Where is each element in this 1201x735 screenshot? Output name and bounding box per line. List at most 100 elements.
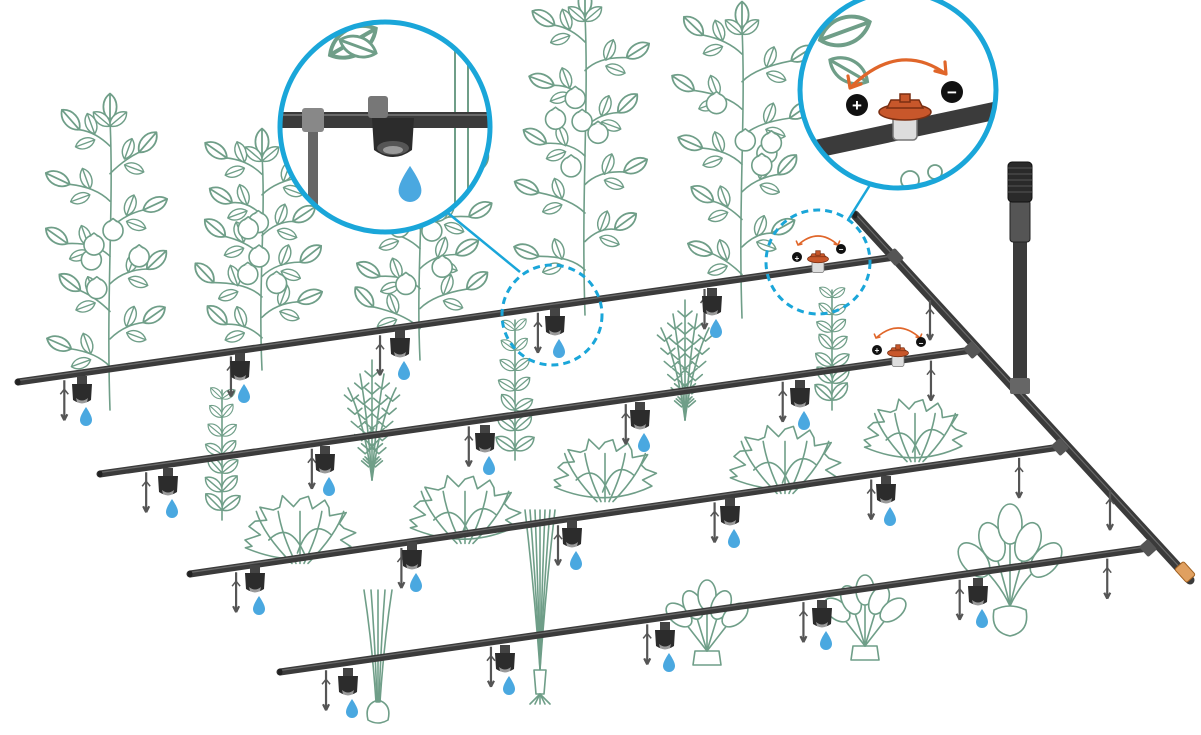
plus-icon (872, 345, 882, 355)
tomato-plant-5 (667, 0, 818, 319)
dripper-r2-3 (475, 425, 495, 475)
dripper-r4-3 (655, 622, 675, 672)
callout-marker-dripper (500, 263, 604, 367)
stake-r3-5 (1014, 457, 1024, 499)
stake-r2-2 (464, 426, 474, 467)
dripper-r1-4 (545, 308, 565, 358)
stake-r4-1 (486, 646, 496, 688)
basil-plant-2 (810, 283, 854, 411)
adjust-arrow-large (846, 58, 948, 90)
dripper-r4-5 (968, 578, 988, 628)
stake-r2-4 (778, 381, 788, 423)
beet-plant (957, 503, 1063, 637)
water-drop-icon (728, 529, 740, 548)
water-drop-icon (884, 507, 896, 526)
sage-plant (492, 315, 538, 461)
callout-leader-valve (846, 184, 872, 221)
plus-symbol-small-2: + (875, 346, 880, 355)
water-drop-icon (166, 499, 178, 518)
tee-fitting-2 (963, 341, 981, 359)
dripper-r3-4 (720, 498, 740, 548)
main-feeder-line (850, 210, 1195, 585)
spinach-plant (823, 574, 907, 661)
dripper-r3-2 (402, 542, 422, 592)
water-drop-icon (710, 319, 722, 338)
plants-layer (41, 0, 1063, 724)
callout-marker-valve (764, 208, 872, 316)
magnifier-valve-detail (797, 0, 999, 191)
water-drop-icon (976, 609, 988, 628)
stake-r3-3 (710, 502, 720, 543)
minus-symbol-small-2: − (919, 339, 924, 348)
tomato-plant-2 (189, 127, 329, 371)
dripper-r3-5 (876, 476, 896, 526)
stake-r1-0 (59, 380, 69, 421)
stake-r2-3 (621, 404, 631, 445)
drip-line-3 (186, 443, 1064, 578)
stake-feeder-1 (1105, 490, 1115, 531)
dripper-r1-1 (72, 376, 92, 426)
dripper-r2-5 (790, 380, 810, 430)
water-drop-icon (410, 573, 422, 592)
flow-valve-small-2 (887, 344, 909, 367)
plus-icon (846, 94, 868, 116)
stake-r4-5 (1102, 558, 1112, 600)
magnifier-ring-dripper (277, 19, 493, 235)
dripper-r4-4 (812, 600, 832, 650)
dripper-r4-2 (495, 645, 515, 695)
water-drop-icon (346, 699, 358, 718)
dripper-r2-1 (158, 468, 178, 518)
water-drop-icon (663, 653, 675, 672)
symbol-texts: + − + − + − (795, 83, 957, 355)
stake-r3-2 (553, 525, 563, 566)
water-drop-icon (398, 361, 410, 380)
magnifier-dripper-detail (277, 19, 493, 235)
flow-valve-large (878, 93, 932, 141)
tee-fitting-1 (886, 248, 904, 266)
plus-symbol-large: + (852, 96, 862, 115)
magnifier-ring-valve (797, 0, 999, 191)
water-drop-icon (483, 456, 495, 475)
minus-symbol-large: − (947, 83, 957, 102)
stake-r4-0 (321, 670, 331, 711)
water-drop-icon (798, 411, 810, 430)
water-drop-icon (253, 596, 265, 615)
stake-r1-3 (533, 312, 543, 354)
thyme-plant (656, 299, 714, 421)
stake-r2-5 (926, 360, 936, 402)
dripper-r1-5 (702, 288, 722, 338)
onion-plant (363, 589, 393, 724)
callouts-layer (277, 0, 999, 367)
water-drop-icon (820, 631, 832, 650)
tee-fitting-3 (1051, 438, 1069, 456)
dripper-r4-1 (338, 668, 358, 718)
minus-icon (941, 81, 963, 103)
plus-icon (792, 252, 802, 262)
stake-r3-0 (231, 572, 241, 613)
water-drop-icon (238, 384, 250, 403)
water-drop-icon (553, 339, 565, 358)
minus-icon (836, 244, 846, 254)
flow-valve-small-1 (807, 250, 829, 273)
stake-r2-0 (141, 472, 151, 513)
stake-r4-4 (955, 579, 965, 621)
water-drop-icon (638, 433, 650, 452)
dripper-r1-3 (390, 330, 410, 380)
tee-fitting-4 (1139, 539, 1157, 557)
drip-line-1 (14, 253, 899, 386)
feeder-end-fitting (1174, 561, 1196, 583)
stake-r4-3 (798, 602, 809, 643)
water-drop-icon (323, 477, 335, 496)
stake-r2-1 (307, 448, 317, 490)
riser-pipe (1007, 161, 1033, 394)
rosemary-plant (343, 359, 401, 481)
leek-plant (524, 509, 556, 705)
stake-r1-2 (375, 335, 385, 376)
adjust-arrow-small-1 (795, 235, 841, 246)
stake-r4-2 (642, 624, 652, 665)
minus-symbol-small-1: − (839, 245, 844, 254)
chard-plant (665, 579, 749, 666)
drip-line-2 (96, 346, 976, 478)
